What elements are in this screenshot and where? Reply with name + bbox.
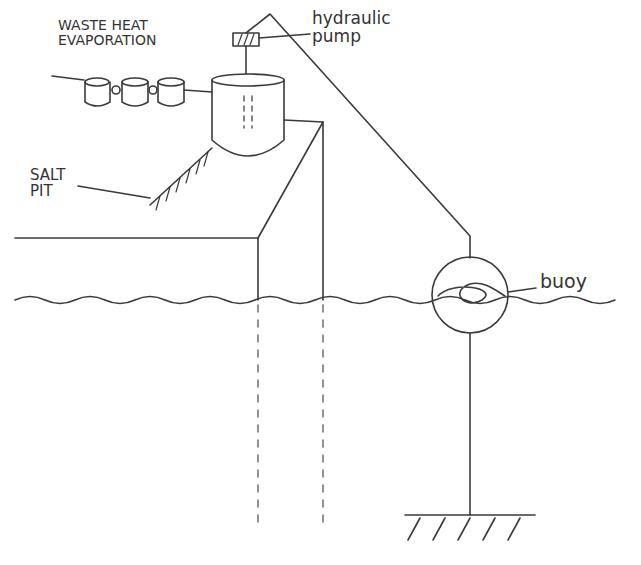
tank-body	[212, 80, 284, 156]
evap-connector	[112, 86, 120, 94]
pump-pipe	[245, 46, 247, 74]
tank-top	[212, 74, 284, 86]
part-label: WASTE HEAT EVAPORATION	[58, 18, 198, 47]
pier-underwater	[258, 305, 323, 525]
seabed-hatch	[408, 518, 520, 540]
pump-hatch	[238, 34, 254, 45]
buoy-swirl	[438, 283, 505, 303]
ground-line	[15, 237, 258, 239]
evap-connector	[149, 86, 157, 94]
pump-leader	[259, 34, 310, 38]
salt-pit-leader	[78, 186, 150, 198]
evap-tank-top	[158, 78, 184, 86]
mooring-line	[469, 333, 471, 515]
buoy-circle	[432, 257, 508, 333]
part-label: buoy	[540, 272, 610, 292]
water-surface	[15, 297, 615, 304]
evap-tank-top	[122, 78, 148, 86]
pier-structure	[258, 122, 323, 300]
seabed-line	[405, 514, 535, 516]
evap-tank-top	[85, 78, 109, 86]
buoy-leader	[508, 288, 536, 292]
tank-inner-pipe	[244, 96, 252, 128]
part-label: SALT PIT	[30, 168, 80, 200]
pump-box	[233, 33, 259, 46]
part-label: hydraulic pump	[312, 10, 412, 46]
crane-cable	[246, 14, 470, 258]
tank-pipe	[284, 120, 323, 122]
salt-pit-hatch	[156, 152, 208, 210]
evap-pipe	[184, 90, 212, 92]
evap-leader	[52, 76, 84, 80]
